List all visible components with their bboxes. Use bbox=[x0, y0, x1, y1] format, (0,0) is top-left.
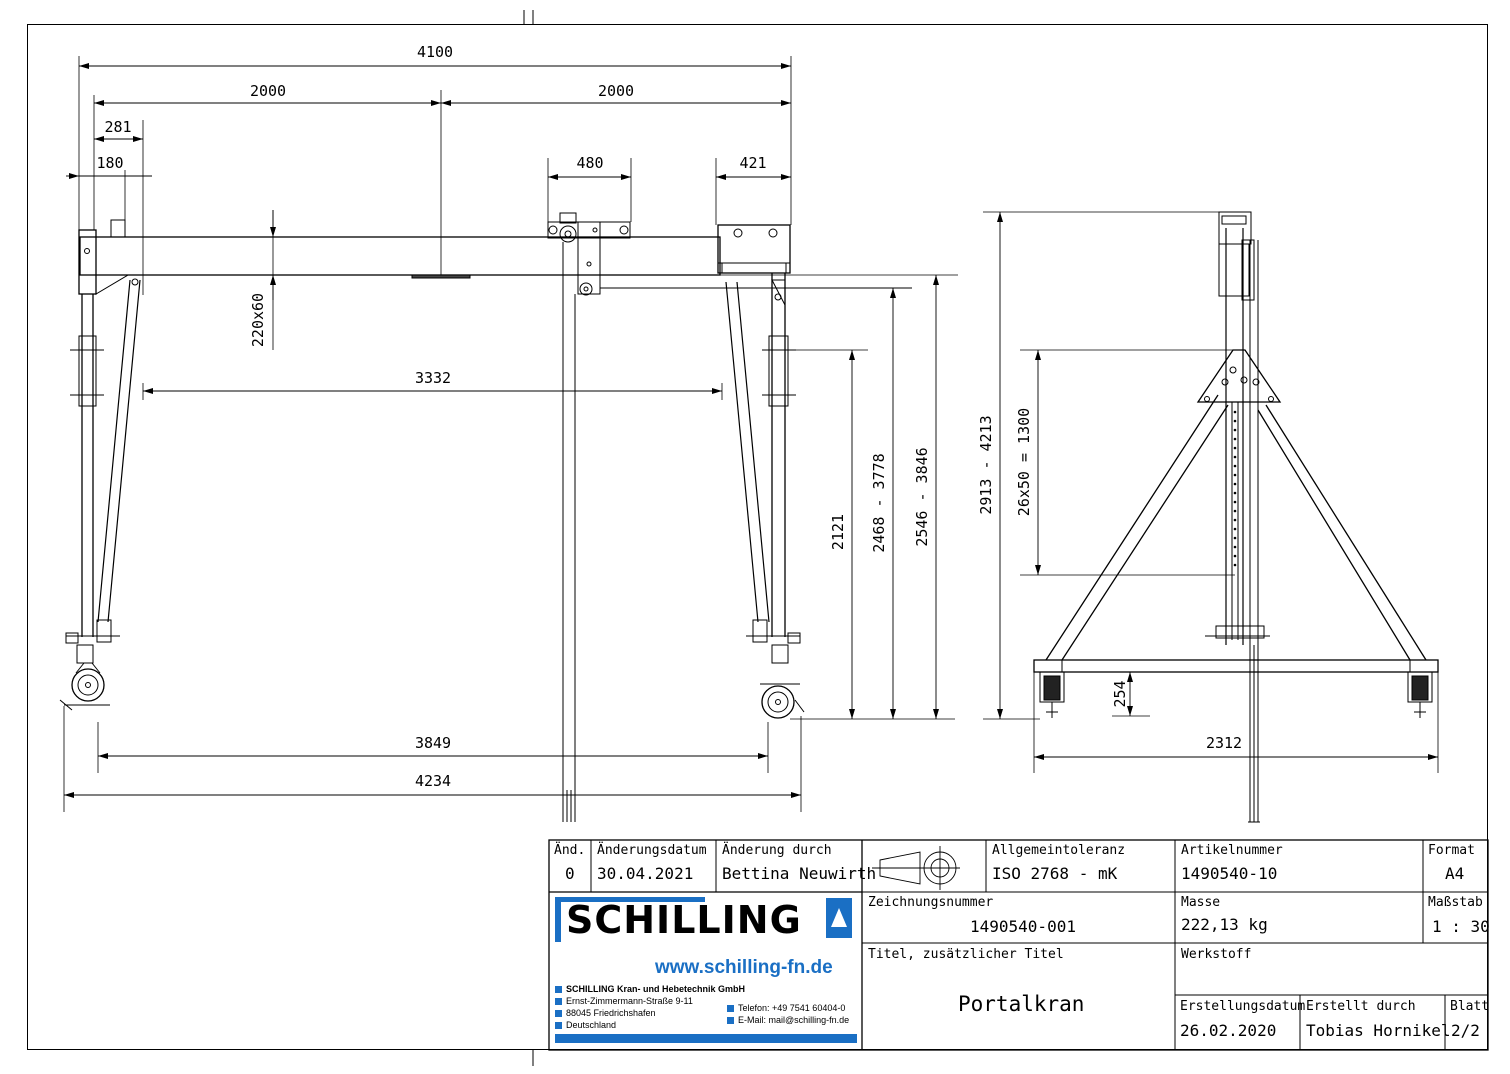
article-label: Artikelnummer bbox=[1181, 843, 1283, 858]
right-caster bbox=[760, 644, 805, 719]
mass-value: 222,13 kg bbox=[1181, 915, 1268, 934]
company-phone: Telefon: +49 7541 60404-0 bbox=[727, 1003, 845, 1013]
front-view bbox=[59, 56, 958, 822]
dim-220x60: 220x60 bbox=[249, 293, 267, 347]
dim-2000-right: 2000 bbox=[598, 82, 634, 100]
dim-281: 281 bbox=[104, 118, 131, 136]
dim-26x50: 26x50 = 1300 bbox=[1015, 408, 1033, 516]
title-value: Portalkran bbox=[958, 992, 1085, 1016]
company-name: SCHILLING Kran- und Hebetechnik GmbH bbox=[555, 984, 745, 994]
projection-symbol bbox=[872, 846, 960, 890]
created-date-value: 26.02.2020 bbox=[1180, 1021, 1277, 1040]
side-view bbox=[983, 211, 1439, 823]
dim-2546-3846: 2546 - 3846 bbox=[913, 447, 931, 546]
dim-180: 180 bbox=[96, 154, 123, 172]
hole-row bbox=[1233, 410, 1237, 567]
drawing-no-label: Zeichnungsnummer bbox=[868, 895, 994, 910]
scale-value: 1 : 30 bbox=[1432, 917, 1490, 936]
mass-label: Masse bbox=[1181, 895, 1221, 910]
company-name-text: SCHILLING Kran- und Hebetechnik GmbH bbox=[566, 984, 746, 994]
scale-label: Maßstab bbox=[1428, 895, 1483, 910]
dim-254: 254 bbox=[1111, 680, 1129, 707]
company-country: Deutschland bbox=[555, 1020, 616, 1030]
company-email[interactable]: E-Mail: mail@schilling-fn.de bbox=[727, 1015, 849, 1025]
dim-2000-left: 2000 bbox=[250, 82, 286, 100]
dim-4234: 4234 bbox=[415, 772, 451, 790]
side-casters bbox=[1039, 671, 1433, 718]
company-city-text: 88045 Friedrichshafen bbox=[566, 1008, 656, 1018]
format-value: A4 bbox=[1445, 864, 1465, 883]
left-caster bbox=[59, 644, 110, 711]
dimension-labels: 4100 2000 2000 281 180 480 421 220x60 33… bbox=[96, 43, 1242, 790]
dim-2913-4213: 2913 - 4213 bbox=[977, 415, 995, 514]
dim-2312: 2312 bbox=[1206, 734, 1242, 752]
title-block-grid bbox=[548, 839, 1489, 1051]
rev-value: 0 bbox=[565, 864, 575, 883]
drawing-no-value: 1490540-001 bbox=[970, 917, 1076, 936]
format-label: Format bbox=[1428, 843, 1475, 858]
dim-2121: 2121 bbox=[829, 514, 847, 550]
dim-3332: 3332 bbox=[415, 369, 451, 387]
company-street: Ernst-Zimmermann-Straße 9-11 bbox=[555, 996, 693, 1006]
changed-by-label: Änderung durch bbox=[722, 843, 832, 858]
company-country-text: Deutschland bbox=[566, 1020, 617, 1030]
article-value: 1490540-10 bbox=[1181, 864, 1278, 883]
trolley bbox=[547, 212, 631, 822]
company-city: 88045 Friedrichshafen bbox=[555, 1008, 656, 1018]
created-by-value: Tobias Hornikel bbox=[1306, 1021, 1451, 1040]
created-date-label: Erstellungsdatum bbox=[1180, 999, 1306, 1014]
company-logo-text: SCHILLING bbox=[566, 898, 802, 942]
company-url-link[interactable]: www.schilling-fn.de bbox=[655, 957, 833, 978]
material-label: Werkstoff bbox=[1181, 947, 1252, 962]
schilling-logo bbox=[555, 897, 857, 1043]
company-street-text: Ernst-Zimmermann-Straße 9-11 bbox=[566, 996, 693, 1006]
company-phone-text: Telefon: +49 7541 60404-0 bbox=[738, 1003, 846, 1013]
created-by-label: Erstellt durch bbox=[1306, 999, 1416, 1014]
change-date-label: Änderungsdatum bbox=[597, 843, 707, 858]
tolerance-value: ISO 2768 - mK bbox=[992, 864, 1118, 883]
tolerance-label: Allgemeintoleranz bbox=[992, 843, 1126, 858]
dim-3849: 3849 bbox=[415, 734, 451, 752]
sheet-value: 2/2 bbox=[1451, 1021, 1480, 1040]
title-label: Titel, zusätzlicher Titel bbox=[868, 947, 1064, 962]
company-email-text[interactable]: E-Mail: mail@schilling-fn.de bbox=[738, 1015, 850, 1025]
change-date-value: 30.04.2021 bbox=[597, 864, 694, 883]
changed-by-value: Bettina Neuwirth bbox=[722, 864, 877, 883]
rev-label: Änd. bbox=[554, 843, 586, 858]
dim-2468-3778: 2468 - 3778 bbox=[870, 453, 888, 552]
dim-480: 480 bbox=[576, 154, 603, 172]
sheet-label: Blatt bbox=[1450, 999, 1490, 1014]
dim-421: 421 bbox=[739, 154, 766, 172]
dim-4100: 4100 bbox=[417, 43, 453, 61]
